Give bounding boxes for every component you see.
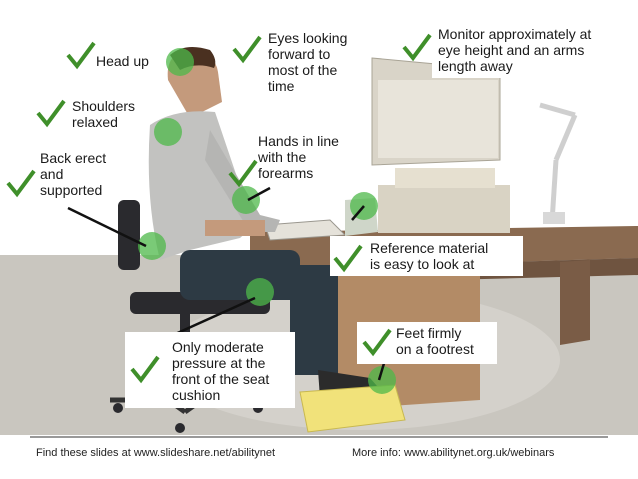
label-shoulders-relaxed: Shoulders relaxed bbox=[72, 98, 136, 130]
check-icon bbox=[228, 159, 258, 188]
marker-hands bbox=[232, 186, 260, 214]
check-icon bbox=[333, 244, 363, 273]
label-box-seat bbox=[125, 332, 295, 408]
lamp-base bbox=[543, 212, 565, 224]
computer-unit bbox=[378, 185, 510, 233]
marker-shoulders bbox=[154, 118, 182, 146]
footer-slides-link[interactable]: Find these slides at www.slideshare.net/… bbox=[36, 447, 276, 459]
check-icon bbox=[362, 328, 392, 357]
label-box-monitor bbox=[432, 24, 622, 78]
check-icon bbox=[6, 169, 36, 198]
check-icon bbox=[402, 33, 432, 62]
marker-feet bbox=[368, 366, 396, 394]
check-icon bbox=[130, 355, 160, 384]
footrest bbox=[299, 384, 406, 433]
label-hands-in-line: Hands in line with the forearms bbox=[258, 133, 339, 181]
check-icon bbox=[66, 41, 96, 70]
check-icon bbox=[36, 99, 66, 128]
marker-seat bbox=[246, 278, 274, 306]
label-monitor-height: Monitor approximately at eye height and … bbox=[438, 26, 592, 74]
label-box-reference bbox=[330, 236, 523, 276]
label-reference-material: Reference material is easy to look at bbox=[370, 240, 489, 272]
label-eyes-forward: Eyes looking forward to most of the time bbox=[268, 30, 348, 94]
marker-back bbox=[138, 232, 166, 260]
label-feet-footrest: Feet firmly on a footrest bbox=[396, 325, 474, 357]
label-seat-pressure: Only moderate pressure at the front of t… bbox=[172, 339, 270, 403]
marker-head bbox=[166, 48, 194, 76]
check-icon bbox=[232, 35, 262, 64]
label-head-up: Head up bbox=[96, 53, 149, 69]
seated-person bbox=[148, 46, 385, 398]
desk-lamp bbox=[539, 102, 578, 223]
monitor-stand bbox=[395, 168, 495, 188]
footer-info-link[interactable]: More info: www.abilitynet.org.uk/webinar… bbox=[352, 447, 555, 459]
label-back-erect: Back erect and supported bbox=[40, 150, 107, 198]
monitor-back bbox=[378, 80, 498, 158]
label-box-eyes bbox=[262, 28, 362, 96]
